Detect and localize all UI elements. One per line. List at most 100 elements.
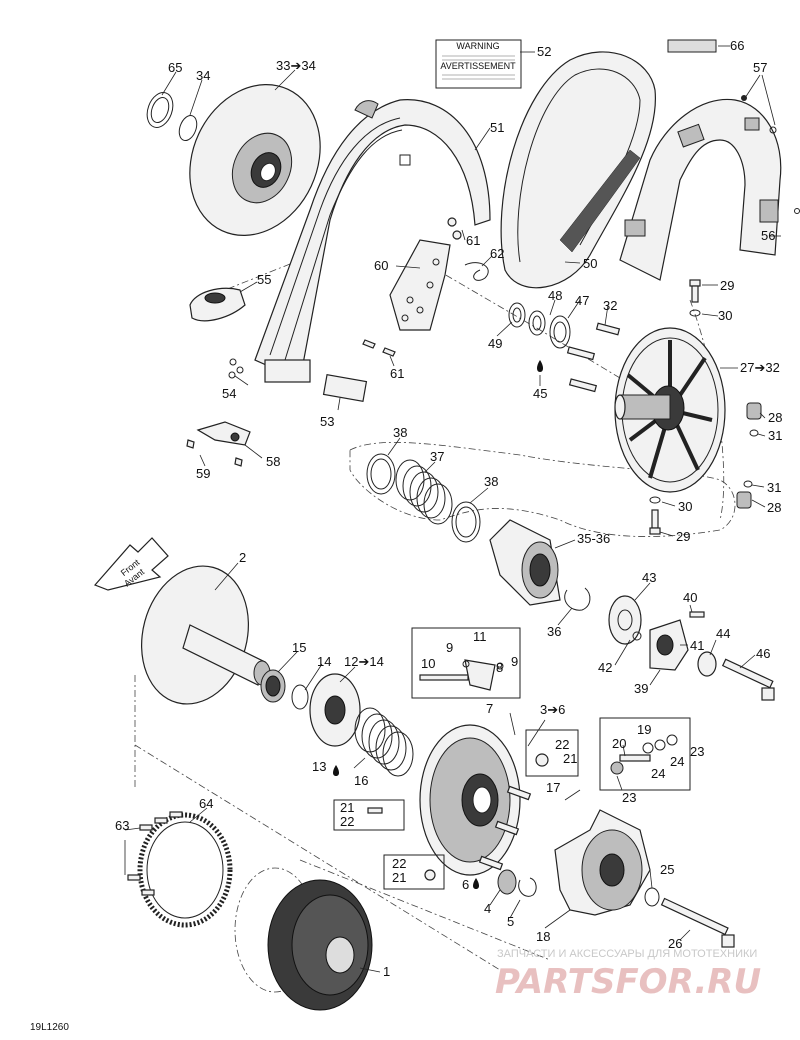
part-38-ring-a [366,453,396,495]
part-17-bolts [478,785,532,871]
part-12-plate [309,673,361,747]
callout-20: 20 [612,736,626,751]
callout-21a: 21 [563,751,577,766]
part-15-bushing [260,669,286,703]
callout-34: 34 [196,68,210,83]
part-30-washer-bottom [649,496,661,504]
callout-7: 7 [486,701,493,716]
callout-62: 62 [490,246,504,261]
callout-16: 16 [354,773,368,788]
part-35-cam [489,519,561,606]
callout-41: 41 [690,638,704,653]
callout-30: 30 [718,308,732,323]
callout-24a: 24 [670,754,684,769]
watermark-tagline: ЗАПЧАСТИ И АКСЕССУАРЫ ДЛЯ МОТОТЕХНИКИ [497,948,757,960]
part-36-circlip [564,587,591,611]
callout-18: 18 [536,929,550,944]
callout-53: 53 [320,414,334,429]
callout-50: 50 [583,256,597,271]
callout-38: 38 [393,425,407,440]
callout-48: 48 [548,288,562,303]
callout-2: 2 [239,550,246,565]
callout-37: 37 [430,449,444,464]
callout-56: 56 [761,228,775,243]
callout-43: 43 [642,570,656,585]
part-21-22-box-a [525,729,579,777]
part-34-snapring [178,114,198,142]
part-53-plate [322,373,368,403]
callout-14: 14 [317,654,331,669]
part-14-ring [291,684,309,710]
part-52-warning-label: WARNING AVERTISSEMENT [435,39,522,89]
callout-23b: 23 [622,790,636,805]
guide-line [419,259,641,391]
part-30-washer-top [689,309,701,317]
part-18-spider [554,809,651,916]
callout-24b: 24 [651,766,665,781]
part-28-roller-bottom [736,480,753,509]
part-42-nut [632,631,642,641]
part-40-screw [689,611,705,618]
callout-22a: 22 [555,737,569,752]
callout-1: 1 [383,964,390,979]
part-29-bolt-top [689,279,701,303]
callout-65: 65 [168,60,182,75]
callout-27-32: 27➔32 [740,360,780,375]
callout-29: 29 [720,278,734,293]
callout-22b: 22 [340,814,354,829]
lubricant-drop-icon [537,360,543,372]
part-58-latch [196,421,251,446]
watermark-brand: PARTSFOR.RU [495,962,761,1002]
part-28-roller-top [746,402,762,437]
callout-33-34: 33➔34 [276,58,316,73]
part-27-driven-sheave [614,327,726,493]
callout-40: 40 [683,590,697,605]
callout-45: 45 [533,386,547,401]
part-4-bushing [497,869,517,895]
part-21-22-box-c [383,854,445,890]
callout-44: 44 [716,626,730,641]
part-5-ring [518,877,537,897]
drawing-id: 19L1260 [30,1022,69,1033]
callout-42: 42 [598,660,612,675]
callout-10: 10 [421,656,435,671]
leader-lines [124,45,781,973]
callout-32: 32 [603,298,617,313]
callout-59: 59 [196,466,210,481]
callout-51: 51 [490,120,504,135]
part-47-washer [549,315,571,349]
callout-52: 52 [537,44,551,59]
callout-30b: 30 [678,499,692,514]
part-39-cap [649,619,689,671]
part-1-drive-pulley [234,867,373,1011]
guide-line [134,744,501,971]
callout-12-14: 12➔14 [344,654,384,669]
callout-6: 6 [462,877,469,892]
callout-11: 11 [473,629,487,644]
part-number-labels: 65 34 33➔34 52 66 57 51 61 62 50 56 55 6… [115,38,782,979]
callout-22c: 22 [392,856,406,871]
part-50-belt [500,51,657,289]
part-33-disc [189,84,321,236]
callout-63: 63 [115,818,129,833]
callout-3-6: 3➔6 [540,702,565,717]
part-3-movable-sheave [419,724,521,876]
part-44-washer [697,651,717,677]
watermark: ЗАПЧАСТИ И АКСЕССУАРЫ ДЛЯ МОТОТЕХНИКИ PA… [495,948,761,1002]
callout-54: 54 [222,386,236,401]
callout-38b: 38 [484,474,498,489]
part-59-screws [186,439,243,467]
callout-9: 9 [446,640,453,655]
lubricant-drop-icon [333,765,339,776]
part-51-guard [254,99,491,383]
callout-28b: 28 [767,500,781,515]
callout-55: 55 [257,272,271,287]
callout-39: 39 [634,681,648,696]
callout-66: 66 [730,38,744,53]
part-48-washer [528,310,546,336]
part-49-washer [508,302,526,328]
callout-17: 17 [546,780,560,795]
part-64-ring-gear [137,812,233,928]
lubricant-drop-icon [473,878,479,889]
